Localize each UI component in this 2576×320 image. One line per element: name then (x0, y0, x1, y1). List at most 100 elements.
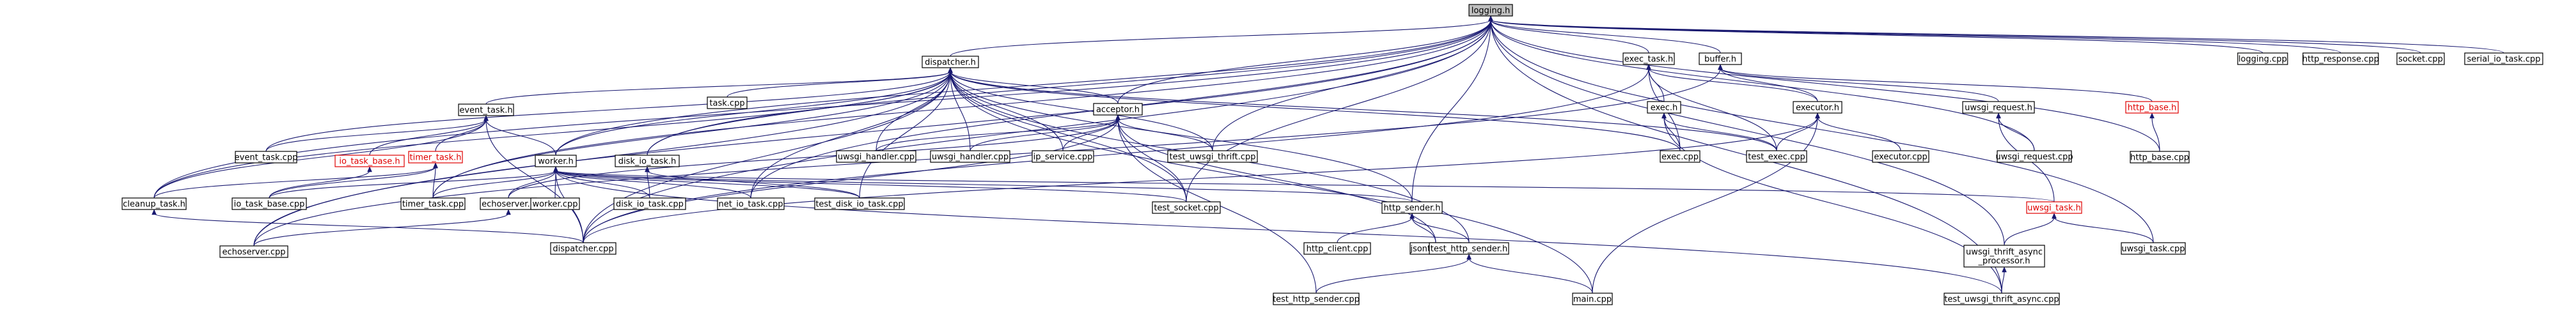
node-main-cpp[interactable]: main.cpp (1572, 293, 1613, 305)
edge-uwsgi_handler_cpp_2-to-acceptor_h (970, 118, 1119, 151)
node-ip-service-cpp[interactable]: ip_service.cpp (1032, 150, 1094, 163)
node-event-task-cpp[interactable]: event_task.cpp (235, 151, 298, 164)
edge-test_uwsgi_thrift_cpp-to-dispatcher_h (950, 71, 1213, 151)
edge-timer_task_cpp-to-worker_h (432, 170, 556, 199)
edge-jsontest_cpp-to-acceptor_h (1117, 118, 1436, 243)
node-echoserver-cpp[interactable]: echoserver.cpp (219, 245, 288, 258)
node-executor-h[interactable]: executor.h (1793, 101, 1842, 114)
edge-uwsgi_task_h-to-worker_h (555, 170, 2055, 202)
node-label: test_disk_io_task.cpp (815, 200, 903, 210)
node-box (1793, 101, 1842, 114)
edge-arrowhead (367, 166, 372, 172)
node-test-disk-io-task-cpp[interactable]: test_disk_io_task.cpp (814, 197, 905, 210)
edge-test_http_sender_h-to-http_sender_h (1411, 217, 1470, 243)
node-io-task-base-cpp[interactable]: io_task_base.cpp (232, 197, 307, 210)
node-exec-task-h[interactable]: exec_task.h (1622, 52, 1675, 65)
node-box (550, 242, 617, 255)
node-http-client-cpp[interactable]: http_client.cpp (1303, 242, 1371, 255)
node-label: executor.cpp (1874, 153, 1927, 162)
node-echoserver-h[interactable]: echoserver.h (480, 197, 537, 210)
node-uwsgi-task-cpp[interactable]: uwsgi_task.cpp (2121, 242, 2186, 255)
node-worker-h[interactable]: worker.h (535, 155, 577, 167)
node-worker-cpp[interactable]: worker.cpp (530, 197, 580, 210)
node-acceptor-h[interactable]: acceptor.h (1093, 103, 1143, 116)
edge-executor_cpp-to-executor_h (1817, 116, 1901, 151)
node-uwsgi-request-cpp[interactable]: uwsgi_request.cpp (1995, 150, 2073, 163)
node-label: _processor.h (1978, 257, 2030, 266)
edge-arrowhead (483, 115, 489, 121)
node-uwsgi-handler-cpp-1[interactable]: uwsgi_handler.cpp (836, 150, 916, 163)
edge-buffer_h-to-logging_h (1490, 19, 1721, 54)
edge-net_io_task_cpp-to-dispatcher_h (750, 71, 951, 199)
edge-arrowhead (1996, 112, 2001, 119)
node-test-http-sender-h[interactable]: test_http_sender.h (1429, 242, 1509, 255)
node-label: http_base.cpp (2130, 153, 2189, 163)
node-http-base-cpp[interactable]: http_base.cpp (2130, 151, 2190, 164)
edge-cleanup_task_h-to-timer_task_h (153, 166, 436, 199)
node-exec-h[interactable]: exec.h (1647, 101, 1681, 114)
edge-test_uwsgi_thrift_async_cpp-to-worker_h (555, 170, 2002, 294)
edge-net_io_task_cpp-to-worker_h (555, 170, 751, 199)
node-label: acceptor.h (1096, 105, 1140, 115)
node-logging-cpp[interactable]: logging.cpp (2237, 52, 2288, 65)
node-uwsgi-task-h[interactable]: uwsgi_task.h (2026, 201, 2082, 214)
edge-arrowhead (1718, 64, 1723, 70)
edge-arrowhead (2002, 266, 2007, 273)
node-disk-io-task-cpp[interactable]: disk_io_task.cpp (613, 197, 686, 210)
node-test-exec-cpp[interactable]: test_exec.cpp (1746, 150, 1807, 163)
node-box (1429, 242, 1509, 255)
edge-arrowhead (645, 166, 650, 172)
node-io-task-base-h[interactable]: io_task_base.h (334, 155, 405, 167)
node-task-cpp[interactable]: task.cpp (707, 96, 748, 109)
node-timer-task-cpp[interactable]: timer_task.cpp (400, 197, 466, 210)
node-uwsgi-handler-cpp-2[interactable]: uwsgi_handler.cpp (930, 150, 1010, 163)
node-label: cleanup_task.h (123, 200, 185, 210)
edge-disk_io_task_cpp-to-worker_h (555, 170, 650, 199)
node-label: exec_task.h (1624, 55, 1673, 65)
edge-http_response_cpp-to-logging_h (1490, 19, 2341, 54)
node-label: test_exec.cpp (1748, 153, 1805, 162)
node-socket-cpp[interactable]: socket.cpp (2396, 52, 2445, 65)
edge-ip_service_cpp-to-dispatcher_h (950, 71, 1064, 151)
edge-test_disk_io_task_cpp-to-worker_h (555, 170, 860, 199)
node-http-base-h[interactable]: http_base.h (2125, 101, 2179, 114)
edge-dispatcher_cpp-to-event_task_h (485, 119, 584, 243)
node-label: uwsgi_request.h (1965, 103, 2032, 113)
edge-jsontest_cpp-to-http_sender_h (1411, 217, 1436, 243)
node-logging-h[interactable]: logging.h (1468, 4, 1513, 17)
node-exec-cpp[interactable]: exec.cpp (1660, 150, 1700, 163)
edge-arrowhead (1488, 15, 1493, 22)
node-box (1032, 150, 1094, 163)
node-dispatcher-h[interactable]: dispatcher.h (922, 56, 979, 68)
edge-worker_h-to-dispatcher_h (555, 71, 951, 156)
node-test-uwsgi-thrift-async-cpp[interactable]: test_uwsgi_thrift_async.cpp (1944, 293, 2060, 305)
node-timer-task-h[interactable]: timer_task.h (408, 151, 463, 164)
node-box (1699, 52, 1742, 65)
edge-arrowhead (1646, 64, 1651, 70)
node-cleanup-task-h[interactable]: cleanup_task.h (122, 197, 187, 210)
node-buffer-h[interactable]: buffer.h (1699, 52, 1742, 65)
edge-ip_service_cpp-to-acceptor_h (1062, 118, 1119, 151)
edge-test_disk_io_task_cpp-to-dispatcher_h (859, 71, 951, 199)
edge-exec_cpp-to-exec_h (1663, 116, 1681, 151)
node-test-uwsgi-thrift-cpp[interactable]: test_uwsgi_thrift.cpp (1167, 150, 1258, 163)
node-box (2302, 52, 2379, 65)
node-serial-io-task-cpp[interactable]: serial_io_task.cpp (2464, 52, 2543, 65)
node-box (1303, 242, 1371, 255)
node-test-socket-cpp[interactable]: test_socket.cpp (1152, 201, 1221, 214)
edge-arrowhead (152, 209, 157, 215)
edge-executor_h-to-buffer_h (1720, 68, 1818, 102)
node-net-io-task-cpp[interactable]: net_io_task.cpp (717, 197, 785, 210)
node-test-http-sender-cpp[interactable]: test_http_sender.cpp (1273, 293, 1360, 305)
node-label: io_task_base.h (339, 157, 400, 167)
node-event-task-h[interactable]: event_task.h (458, 103, 514, 116)
node-executor-cpp[interactable]: executor.cpp (1872, 150, 1929, 163)
node-http-sender-h[interactable]: http_sender.h (1381, 201, 1443, 214)
edge-echoserver_h-to-acceptor_h (508, 118, 1119, 199)
node-uwsgi-thrift-async-processor-h[interactable]: uwsgi_thrift_async_processor.h (1963, 245, 2045, 268)
node-uwsgi-request-h[interactable]: uwsgi_request.h (1962, 101, 2035, 114)
edge-disk_io_task_h-to-dispatcher_h (647, 71, 951, 156)
node-dispatcher-cpp[interactable]: dispatcher.cpp (550, 242, 617, 255)
node-disk-io-task-h[interactable]: disk_io_task.h (615, 155, 680, 167)
node-http-response-cpp[interactable]: http_response.cpp (2302, 52, 2379, 65)
